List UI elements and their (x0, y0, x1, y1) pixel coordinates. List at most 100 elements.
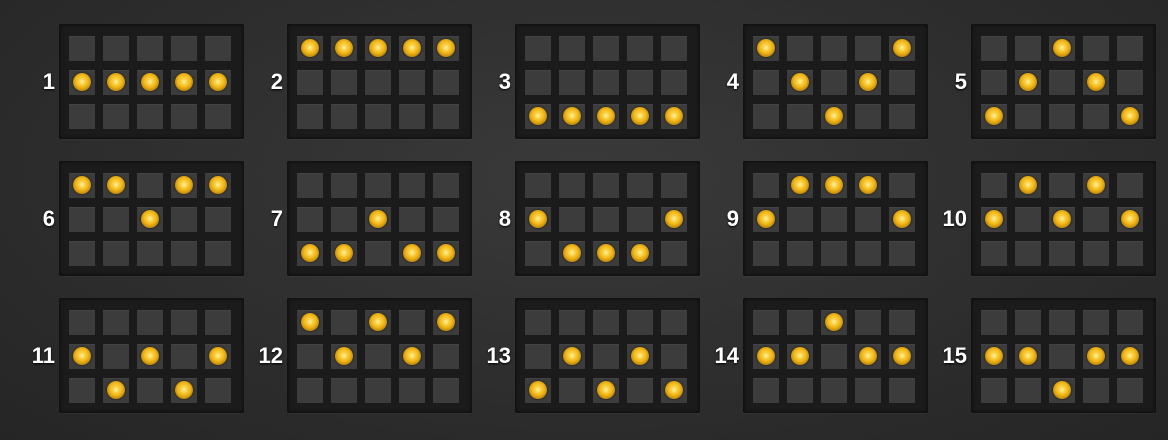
grid-cell (171, 310, 197, 335)
gold-coin-icon (301, 244, 319, 262)
gold-coin-icon (369, 39, 387, 57)
grid-cell (593, 104, 619, 129)
grid-cell (137, 310, 163, 335)
grid-cell (297, 207, 323, 232)
grid-cell (981, 310, 1007, 335)
gold-coin-icon (631, 107, 649, 125)
grid-cell (297, 36, 323, 61)
grid-cell (69, 36, 95, 61)
grid-cell (1015, 173, 1041, 198)
grid-cell (787, 207, 813, 232)
gold-coin-icon (301, 313, 319, 331)
payline-3: 3 (467, 23, 700, 141)
grid-cell (1083, 104, 1109, 129)
gold-coin-icon (985, 347, 1003, 365)
grid-cell (205, 36, 231, 61)
gold-coin-icon (209, 176, 227, 194)
payline-number: 13 (486, 343, 511, 368)
gold-coin-icon (1019, 176, 1037, 194)
grid-cell (1015, 36, 1041, 61)
grid-cell (525, 173, 551, 198)
grid-cell (889, 104, 915, 129)
gold-coin-icon (73, 73, 91, 91)
grid-cell (331, 70, 357, 95)
grid-cell (855, 70, 881, 95)
grid-cell (399, 378, 425, 403)
payline-grid (971, 298, 1156, 413)
grid-cell (365, 36, 391, 61)
grid-cell (1117, 241, 1143, 266)
grid-cell (753, 36, 779, 61)
grid-cell (787, 310, 813, 335)
gold-coin-icon (859, 176, 877, 194)
grid-cell (69, 207, 95, 232)
payline-4: 4 (695, 23, 928, 141)
gold-coin-icon (403, 347, 421, 365)
gold-coin-icon (73, 347, 91, 365)
gold-coin-icon (1087, 73, 1105, 91)
grid-cell (69, 104, 95, 129)
gold-coin-icon (107, 176, 125, 194)
grid-cell (593, 241, 619, 266)
grid-cell (821, 207, 847, 232)
grid-cell (661, 36, 687, 61)
gold-coin-icon (563, 107, 581, 125)
gold-coin-icon (597, 107, 615, 125)
payline-14: 14 (695, 297, 928, 415)
gold-coin-icon (369, 313, 387, 331)
grid-cell (399, 104, 425, 129)
grid-cell (753, 378, 779, 403)
payline-number: 15 (942, 343, 967, 368)
gold-coin-icon (107, 381, 125, 399)
grid-cell (559, 344, 585, 369)
grid-cell (1117, 378, 1143, 403)
grid-cell (593, 70, 619, 95)
gold-coin-icon (209, 73, 227, 91)
grid-cell (661, 344, 687, 369)
payline-5: 5 (923, 23, 1156, 141)
gold-coin-icon (529, 107, 547, 125)
gold-coin-icon (665, 107, 683, 125)
grid-cell (331, 344, 357, 369)
grid-cell (205, 310, 231, 335)
grid-cell (889, 241, 915, 266)
gold-coin-icon (1121, 107, 1139, 125)
grid-cell (1015, 70, 1041, 95)
grid-cell (365, 241, 391, 266)
grid-cell (1049, 36, 1075, 61)
grid-cell (171, 70, 197, 95)
grid-cell (889, 207, 915, 232)
grid-cell (171, 104, 197, 129)
payline-grid (59, 161, 244, 276)
grid-cell (1117, 310, 1143, 335)
gold-coin-icon (1053, 381, 1071, 399)
gold-coin-icon (893, 210, 911, 228)
grid-cell (787, 36, 813, 61)
grid-cell (525, 104, 551, 129)
grid-cell (433, 104, 459, 129)
grid-cell (365, 104, 391, 129)
grid-cell (69, 241, 95, 266)
grid-cell (103, 310, 129, 335)
grid-cell (981, 344, 1007, 369)
payline-grid (515, 161, 700, 276)
grid-cell (331, 36, 357, 61)
grid-cell (297, 310, 323, 335)
payline-grid (59, 298, 244, 413)
grid-cell (205, 70, 231, 95)
gold-coin-icon (1053, 210, 1071, 228)
grid-cell (433, 36, 459, 61)
gold-coin-icon (757, 347, 775, 365)
payline-6: 6 (11, 160, 244, 278)
grid-cell (433, 241, 459, 266)
grid-cell (593, 344, 619, 369)
payline-grid (287, 161, 472, 276)
grid-cell (137, 36, 163, 61)
grid-cell (69, 310, 95, 335)
gold-coin-icon (73, 176, 91, 194)
grid-cell (399, 310, 425, 335)
grid-cell (627, 104, 653, 129)
gold-coin-icon (1121, 347, 1139, 365)
grid-cell (171, 36, 197, 61)
payline-number: 8 (498, 206, 511, 231)
